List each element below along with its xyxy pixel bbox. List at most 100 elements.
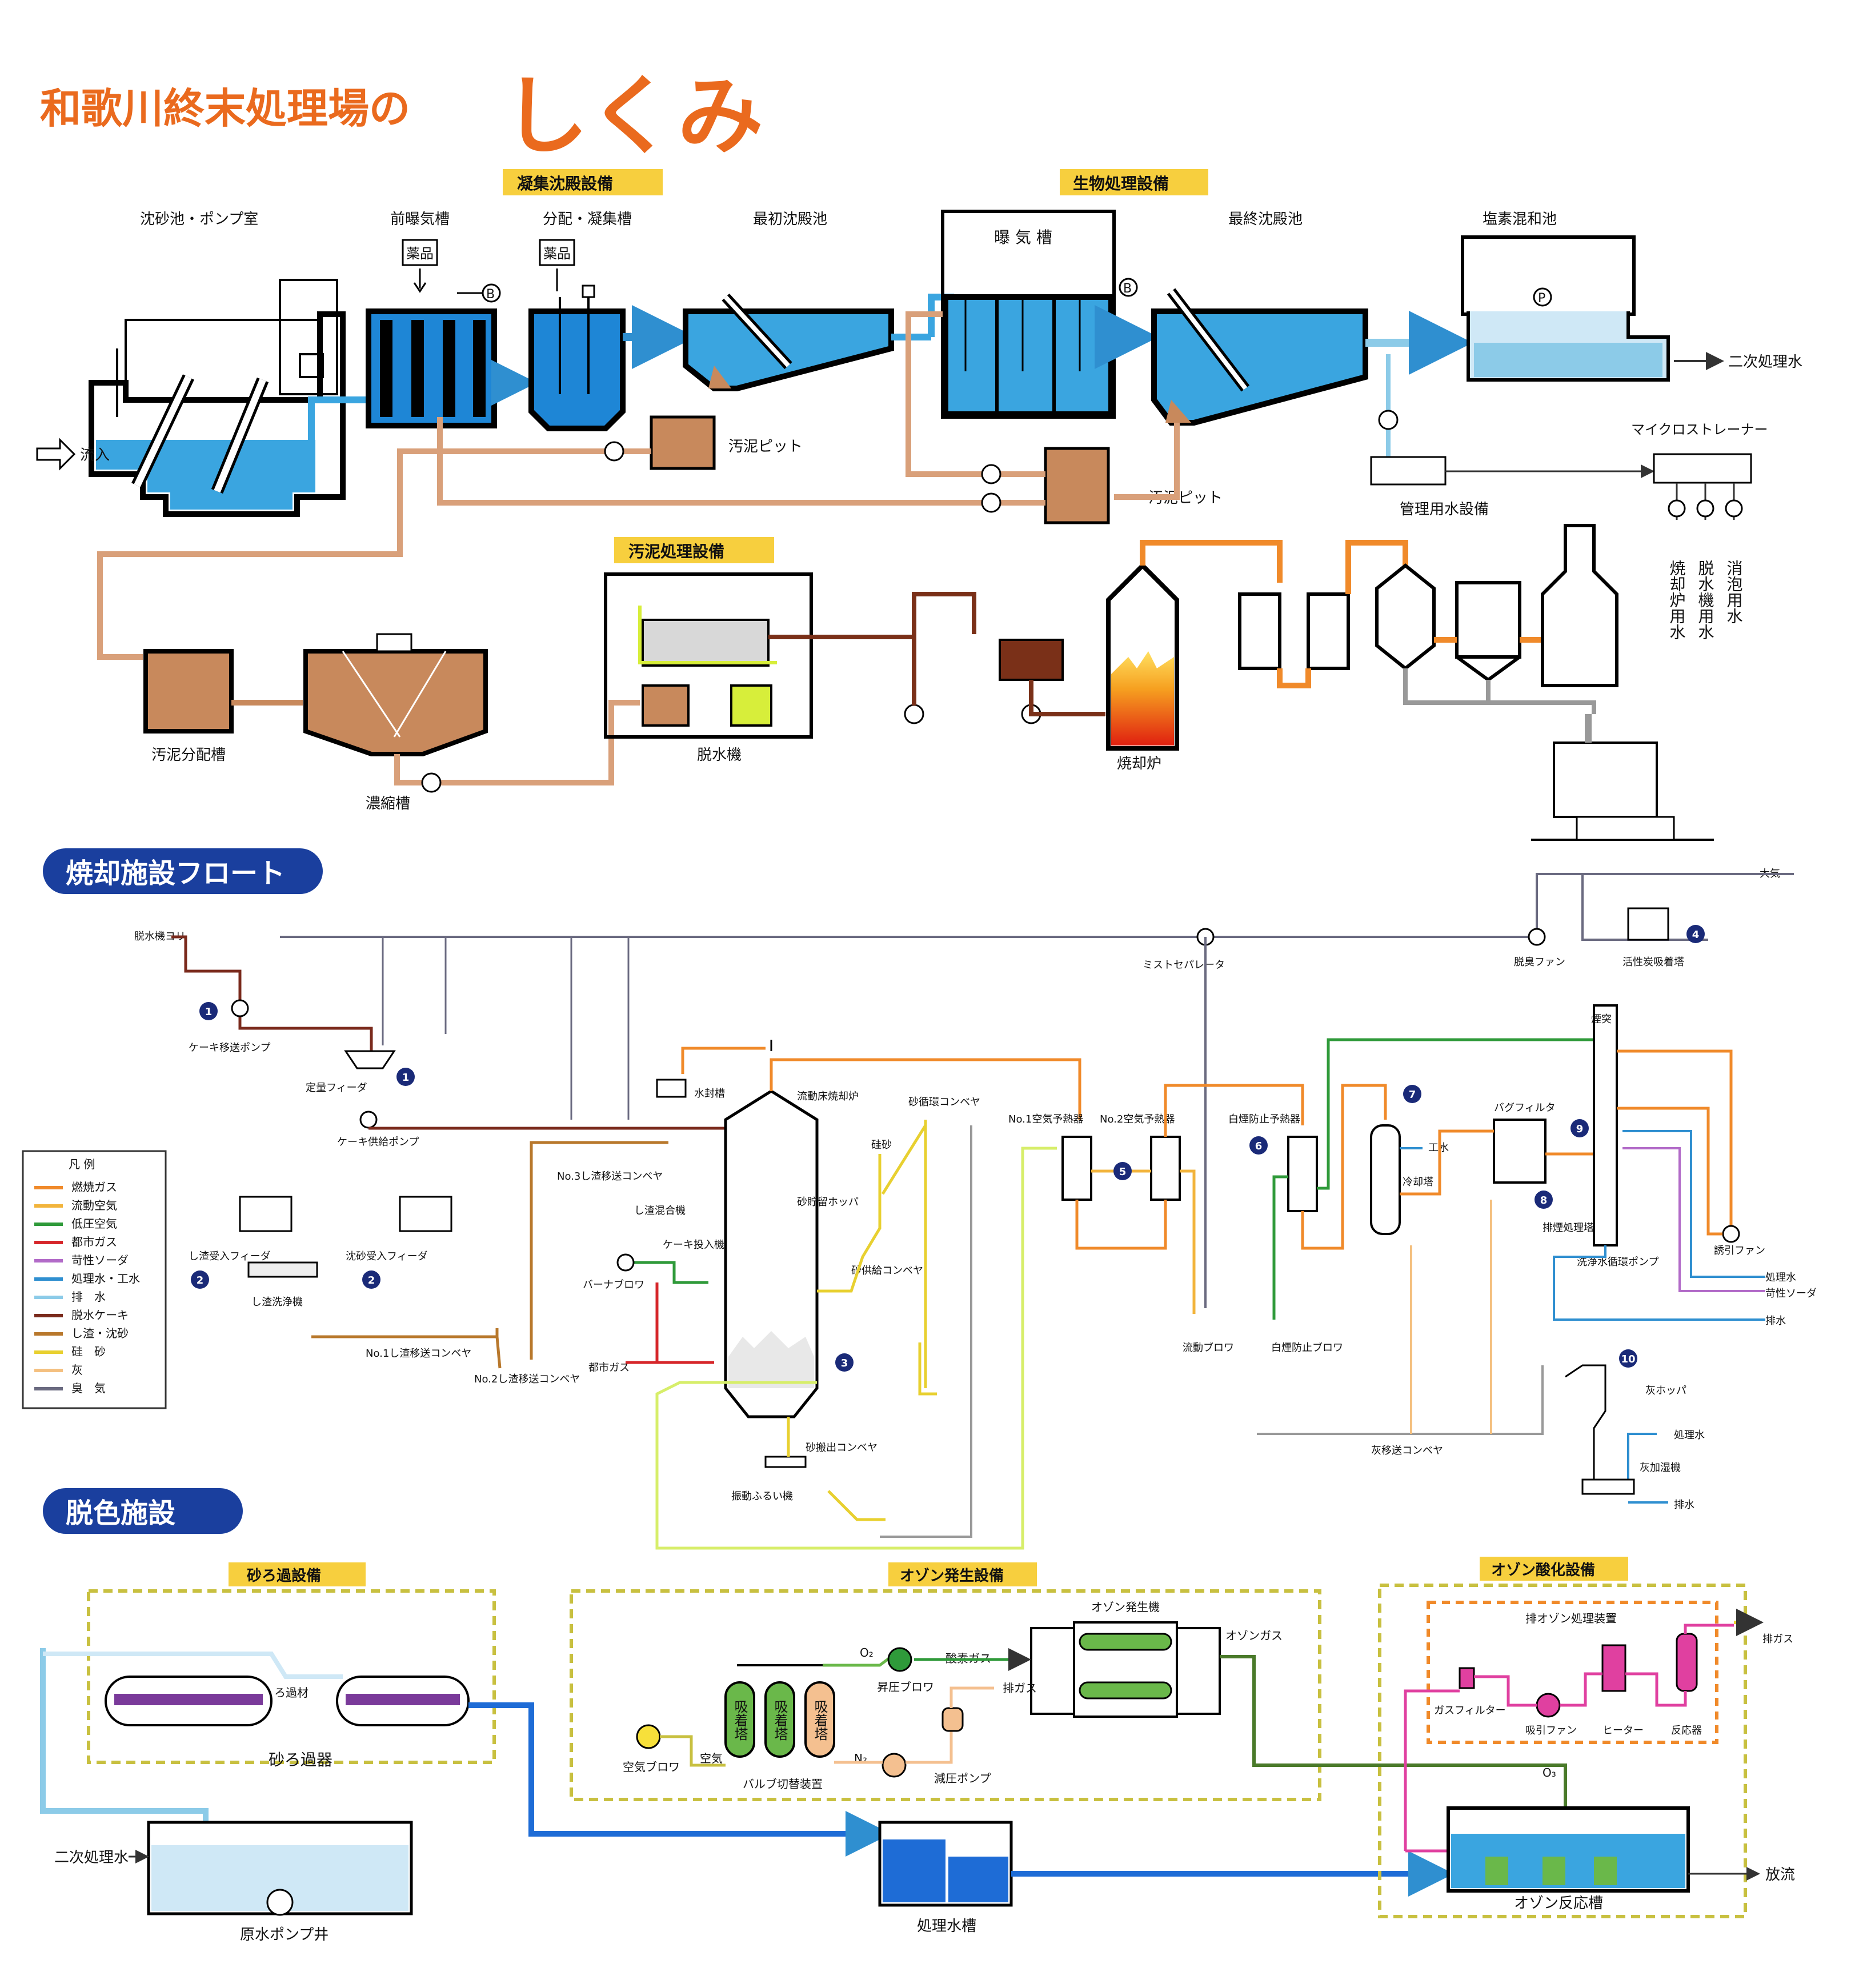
ozone-gen-box xyxy=(570,1589,1321,1801)
section-decolor: 脱色施設 xyxy=(43,1488,243,1534)
svg-text:オゾン酸化設備: オゾン酸化設備 xyxy=(1491,1561,1595,1579)
sludge-dist-tank xyxy=(143,649,234,734)
label-sand-filter-unit: 砂ろ過器 xyxy=(269,1750,332,1769)
svg-text:焼却施設フロート: 焼却施設フロート xyxy=(66,857,285,889)
step-marker xyxy=(362,1270,380,1289)
step-number: 2 xyxy=(197,1274,204,1286)
section-incineration: 焼却施設フロート xyxy=(43,848,323,894)
label-ozone-reactor: オゾン反応槽 xyxy=(1514,1895,1603,1912)
legend-label: 低圧空気 xyxy=(71,1217,117,1231)
label-treat-w2: 処理水 xyxy=(1674,1429,1705,1441)
step-marker xyxy=(1403,1085,1421,1103)
step-marker xyxy=(1570,1119,1589,1137)
label-vib-sieve: 振動ふるい機 xyxy=(731,1490,793,1502)
label-ash-hopper: 灰ホッパ xyxy=(1645,1385,1686,1397)
label-primary: 最初沈殿池 xyxy=(753,211,827,228)
treated-water-tank xyxy=(878,1821,1013,1907)
label-wash-pump: 洗浄水循環ポンプ xyxy=(1577,1256,1658,1268)
svg-text:汚泥処理設備: 汚泥処理設備 xyxy=(628,542,724,561)
svg-text:オゾン発生設備: オゾン発生設備 xyxy=(900,1567,1004,1585)
step-number: 1 xyxy=(402,1072,410,1084)
svg-text:流入: 流入 xyxy=(80,447,110,464)
label-utility: 管理用水設備 xyxy=(1400,501,1489,518)
label-air: 空気 xyxy=(700,1751,723,1765)
step-marker xyxy=(835,1353,854,1372)
label-mist-sep: ミストセパレータ xyxy=(1143,959,1225,971)
legend-label: 都市ガス xyxy=(71,1235,117,1249)
svg-text:吸着塔: 吸着塔 xyxy=(772,1700,788,1741)
label-fluid-blower: 流動ブロワ xyxy=(1183,1341,1234,1354)
step-marker xyxy=(1686,925,1705,943)
grit-feeder xyxy=(399,1196,452,1232)
step-number: 10 xyxy=(1621,1353,1635,1365)
label-microstrainer: マイクロストレーナー xyxy=(1631,422,1768,438)
step-number: 9 xyxy=(1576,1123,1584,1135)
label-cake-input: ケーキ投入機 xyxy=(663,1239,724,1251)
coagulation-tank xyxy=(528,284,626,431)
label-fixed-feeder: 定量フィーダ xyxy=(306,1082,367,1094)
step-number: 5 xyxy=(1119,1166,1127,1178)
legend-label: 灰 xyxy=(71,1363,83,1377)
ash-silo xyxy=(1553,742,1658,818)
scrubber-stack xyxy=(1541,524,1618,687)
final-settling-tank xyxy=(1151,288,1368,426)
svg-text:B: B xyxy=(1123,282,1132,296)
label-suction-fan: 吸引ファン xyxy=(1525,1725,1577,1737)
label-gas-filter: ガスフィルター xyxy=(1434,1705,1506,1717)
svg-text:吸着塔: 吸着塔 xyxy=(812,1700,828,1741)
label-valve-switch: バルブ切替装置 xyxy=(743,1777,823,1791)
fluid-furnace xyxy=(724,1089,819,1418)
label-ash-conv: 灰移送コンベヤ xyxy=(1371,1445,1443,1457)
svg-text:消泡用水: 消泡用水 xyxy=(1725,560,1744,624)
step-marker xyxy=(1619,1349,1637,1368)
chemical-box-1: 薬品 xyxy=(402,239,438,293)
carbon-tower xyxy=(1627,907,1669,941)
label-ozone-generator: オゾン発生機 xyxy=(1091,1600,1160,1614)
step-marker xyxy=(1113,1162,1132,1180)
step-marker xyxy=(1535,1191,1553,1209)
label-screen-washer: し渣洗浄機 xyxy=(251,1296,303,1308)
label-o2: O₂ xyxy=(860,1646,874,1660)
air-preheater-1 xyxy=(1061,1136,1092,1201)
label-drain: 排水 xyxy=(1765,1315,1786,1327)
legend-label: 処理水・工水 xyxy=(71,1272,140,1285)
label-dewater: 脱水機 xyxy=(697,747,742,764)
page-title-big: しくみ xyxy=(503,67,763,166)
svg-text:生物処理設備: 生物処理設備 xyxy=(1073,174,1169,193)
label-screen-feeder: し渣受入フィーダ xyxy=(189,1250,271,1262)
legend-label: 流動空気 xyxy=(71,1199,117,1212)
ozone-ox-box xyxy=(1378,1584,1747,1918)
label-sludge-pit-1: 汚泥ピット xyxy=(728,438,803,455)
label-city-gas: 都市ガス xyxy=(588,1362,630,1374)
label-treated-water: 処理水 xyxy=(1765,1272,1796,1284)
step-marker xyxy=(199,1002,218,1020)
label-bag-filter: バグフィルタ xyxy=(1494,1102,1556,1114)
aeration-tank: 曝 気 槽 B xyxy=(941,210,1138,419)
label-ash-humid: 灰加湿機 xyxy=(1640,1462,1681,1474)
grit-pump-room xyxy=(89,279,346,517)
label-stack: 煙突 xyxy=(1591,1013,1612,1025)
air-preheater-2 xyxy=(1150,1136,1181,1201)
heat-exchanger-1 xyxy=(1238,592,1281,670)
label-sand-supply-conv: 砂供給コンベヤ xyxy=(851,1265,923,1277)
label-pre-aeration: 前曝気槽 xyxy=(390,211,450,228)
step-number: 4 xyxy=(1692,929,1700,941)
label-grit-feeder: 沈砂受入フィーダ xyxy=(346,1250,428,1262)
label-fluid-furnace: 流動床焼却炉 xyxy=(797,1091,859,1103)
label-secondary-in: 二次処理水 xyxy=(54,1849,129,1866)
label-cooling: 冷却塔 xyxy=(1403,1176,1433,1188)
adsorbers: 吸着塔 吸着塔 吸着塔 xyxy=(724,1681,835,1758)
utility-water-unit xyxy=(1370,456,1447,486)
legend-label: 臭 気 xyxy=(71,1381,106,1395)
label-sand-storage-conv: 砂循環コンベヤ xyxy=(908,1096,980,1108)
step-number: 8 xyxy=(1540,1195,1548,1207)
truck xyxy=(1576,816,1675,841)
label-sand-out-conv: 砂搬出コンベヤ xyxy=(806,1442,878,1454)
label-thickener: 濃縮槽 xyxy=(366,795,410,812)
microstrainer xyxy=(1653,453,1752,484)
step-number: 2 xyxy=(368,1274,375,1286)
label-ash-tank: 排煙処理塔 xyxy=(1543,1222,1594,1234)
label-exhaust: 排ガス xyxy=(1003,1681,1037,1695)
step-number: 7 xyxy=(1409,1089,1416,1101)
legend-label: し渣・沈砂 xyxy=(71,1326,129,1340)
